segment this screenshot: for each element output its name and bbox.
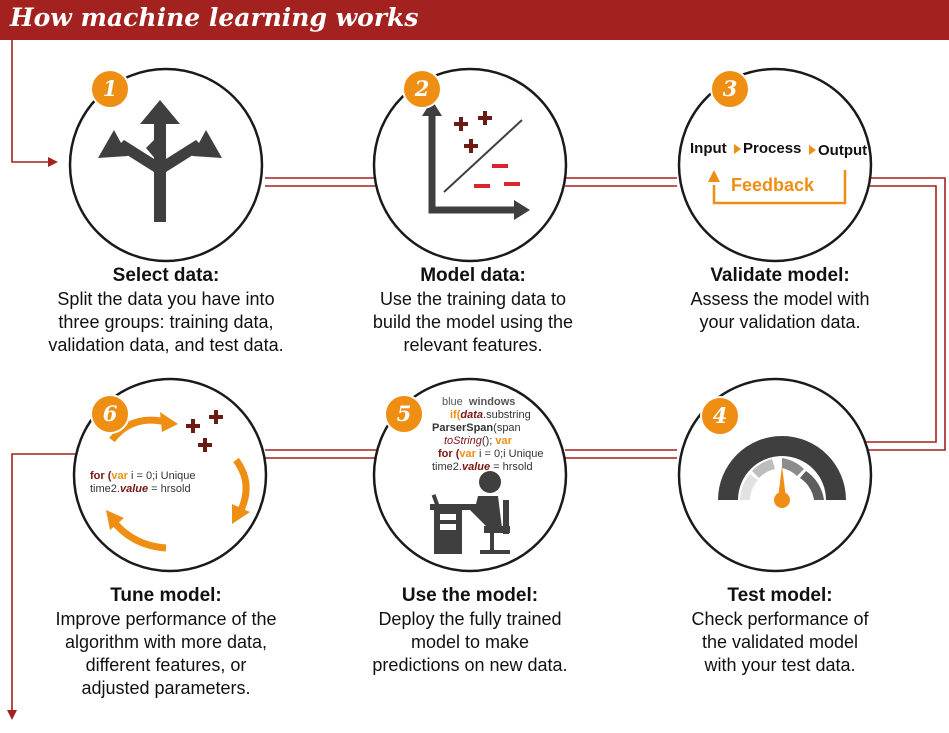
step-4-description: Check performance of the validated model…	[691, 609, 869, 675]
step-3-title: Validate model:	[710, 265, 850, 286]
connector-3-4-a	[866, 177, 946, 451]
fork-arrows-icon	[98, 100, 222, 222]
step-1-title: Select data:	[112, 265, 220, 286]
tune-model-code: for (var i = 0;i Unique time2.value = hr…	[90, 470, 196, 496]
step-6-badge: 6	[90, 394, 130, 434]
step-5-title: Use the model:	[401, 585, 539, 606]
step-6-description: Improve performance of the algorithm wit…	[55, 609, 277, 698]
exit-connector	[7, 453, 76, 720]
connector-3-4-b	[866, 185, 937, 443]
step-4-badge: 4	[700, 396, 740, 436]
tune-plus-marks	[186, 410, 223, 452]
step-3-circle	[677, 67, 873, 263]
page-title: How machine learning works	[10, 3, 419, 32]
step-3-description: Assess the model with your validation da…	[690, 289, 870, 332]
code-line-2: if(data.substring	[450, 409, 531, 421]
step-1-description: Split the data you have into three group…	[48, 289, 284, 355]
step-5-description: Deploy the fully trained model to make p…	[372, 609, 568, 675]
person-at-computer-icon	[430, 471, 510, 554]
flow-connectors	[7, 40, 946, 720]
step-2-badge: 2	[402, 69, 442, 109]
code-line-1: blue windows	[442, 396, 516, 408]
step-6-title: Tune model:	[110, 585, 222, 606]
plus-marks	[454, 111, 492, 153]
header-banner: How machine learning works	[0, 0, 949, 40]
scatter-plot-icon	[422, 100, 530, 220]
code-line-5: for (var i = 0;i Unique	[438, 448, 544, 460]
minus-marks	[474, 164, 520, 188]
step-3-badge: 3	[710, 69, 750, 109]
step-2-circle	[372, 67, 568, 263]
code-line-4: toString(); var	[444, 435, 512, 447]
use-model-code: blue windows if(data.substring ParserSpa…	[420, 396, 544, 474]
entry-connector	[11, 40, 58, 167]
ipo-process: Process	[743, 140, 802, 157]
step-4-title: Test model:	[727, 585, 833, 606]
gauge-icon	[718, 436, 846, 508]
step-1-badge: 1	[90, 69, 130, 109]
feedback-label: Feedback	[731, 175, 815, 195]
ipo-input: Input	[690, 140, 727, 157]
step-2-description: Use the training data to build the model…	[372, 289, 574, 355]
step-5-badge: 5	[384, 394, 424, 434]
step-2-title: Model data:	[420, 265, 526, 286]
ipo-output: Output	[818, 142, 868, 159]
code-line-3: ParserSpan(span	[432, 422, 521, 434]
cycle-arrows-icon	[106, 412, 250, 552]
code-line-6: time2.value = hrsold	[432, 461, 533, 473]
tune-code-line-2: time2.value = hrsold	[90, 483, 191, 495]
feedback-loop-icon	[708, 144, 847, 205]
tune-code-line-1: for (var i = 0;i Unique	[90, 470, 196, 482]
step-5-circle	[372, 377, 568, 573]
